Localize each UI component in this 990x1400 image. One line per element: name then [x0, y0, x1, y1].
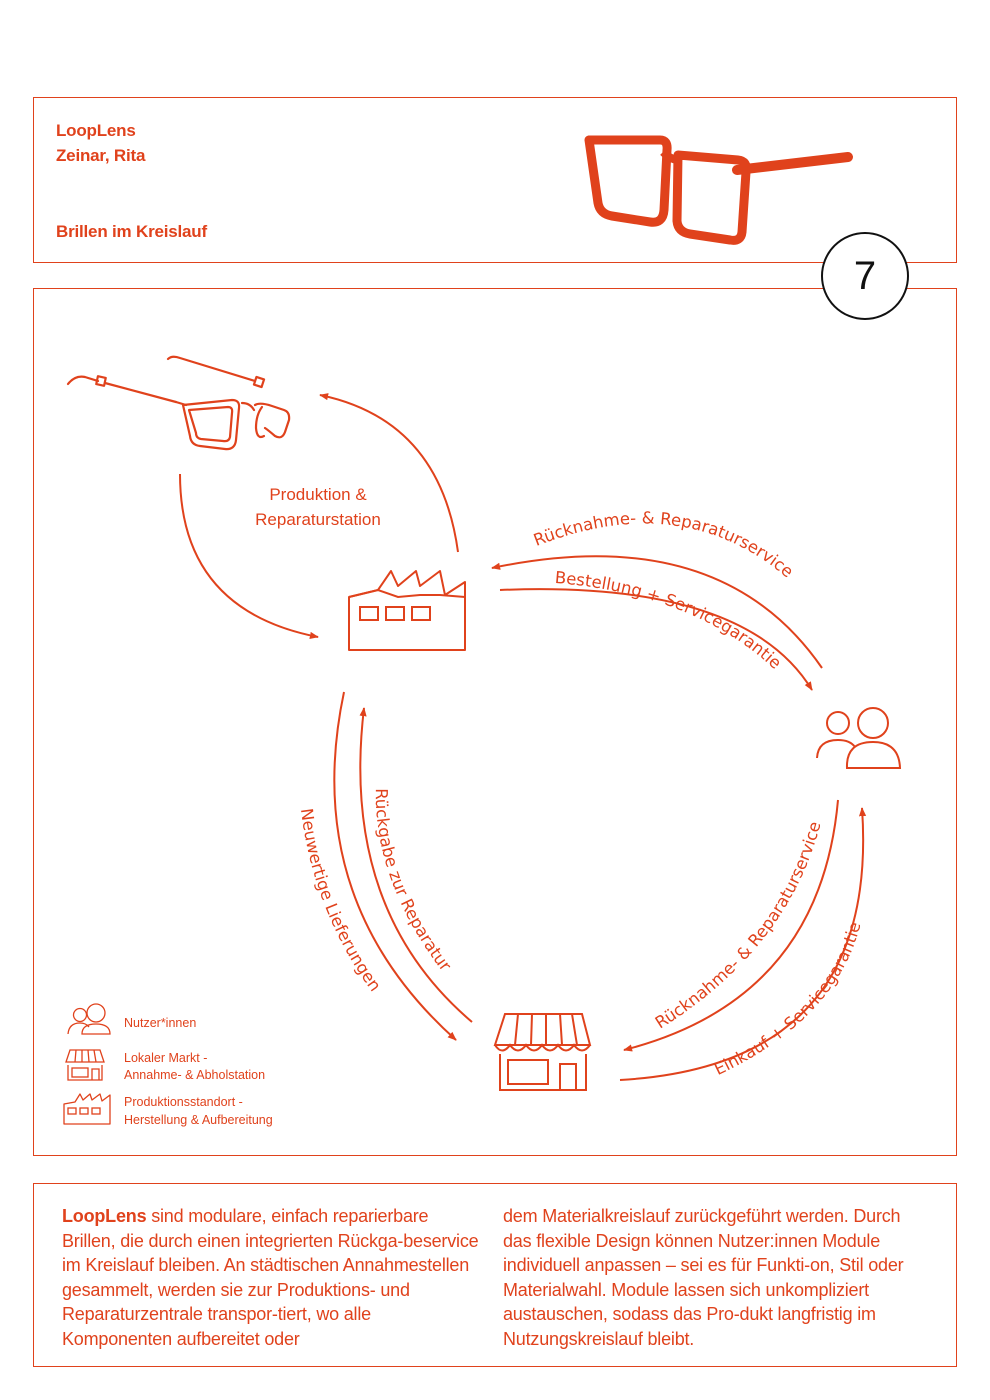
arrow-factory-to-users — [499, 588, 813, 691]
legend-users-label: Nutzer*innen — [124, 1016, 196, 1030]
arrow-users-to-market — [623, 799, 839, 1052]
arc-label-right-inner: Rücknahme- & Reparaturservice — [652, 819, 825, 1032]
cycle-arrows — [179, 393, 867, 1081]
legend-users-icon — [67, 1003, 111, 1035]
diagram-panel — [33, 288, 957, 1156]
exploded-glasses-icon — [66, 355, 291, 451]
legend-market-icon — [65, 1049, 105, 1081]
legend-factory-label-line2: Herstellung & Aufbereitung — [124, 1113, 273, 1127]
legend-factory-label-line1: Produktionsstandort - — [124, 1095, 243, 1109]
arc-label-left-inner: Rückgabe zur Reparatur — [372, 788, 455, 975]
factory-label-line2: Reparaturstation — [255, 510, 381, 529]
arc-label-top-inner: Bestellung + Servicegarantie — [554, 568, 785, 673]
arrow-glasses-to-factory — [179, 473, 319, 639]
body-text-column-2: dem Materialkreislauf zurückgeführt werd… — [503, 1206, 904, 1349]
legend-market-label-line1: Lokaler Markt - — [124, 1051, 207, 1065]
project-title: LoopLens — [56, 121, 136, 140]
arrow-factory-to-market — [333, 691, 457, 1041]
legend-factory-icon — [63, 1093, 111, 1125]
arrow-users-to-factory — [491, 555, 823, 669]
legend-market-label-line2: Annahme- & Abholstation — [124, 1068, 265, 1082]
arrow-factory-to-glasses — [319, 393, 459, 553]
legend: Nutzer*innen Lokaler Markt - Annahme- & … — [63, 1003, 273, 1127]
market-stall-icon — [493, 1013, 592, 1091]
page-number-badge: 7 — [821, 232, 909, 320]
factory-label-line1: Produktion & — [269, 485, 367, 504]
arc-label-left-outer: Neuwertige Lieferungen — [297, 807, 385, 995]
project-subtitle: Brillen im Kreislauf — [56, 222, 207, 241]
body-text-col1: sind modulare, einfach reparierbare Bril… — [62, 1206, 479, 1349]
glasses-icon — [584, 135, 853, 245]
arrow-market-to-users — [619, 807, 867, 1081]
body-text-column-1: LoopLens sind modulare, einfach reparier… — [62, 1204, 482, 1351]
header-panel — [33, 97, 957, 263]
factory-icon — [348, 570, 466, 651]
body-lead-brand: LoopLens — [62, 1206, 147, 1226]
users-icon — [816, 707, 902, 769]
text-panel — [33, 1183, 957, 1367]
arrow-market-to-factory — [359, 707, 473, 1023]
project-authors: Zeinar, Rita — [56, 146, 146, 165]
